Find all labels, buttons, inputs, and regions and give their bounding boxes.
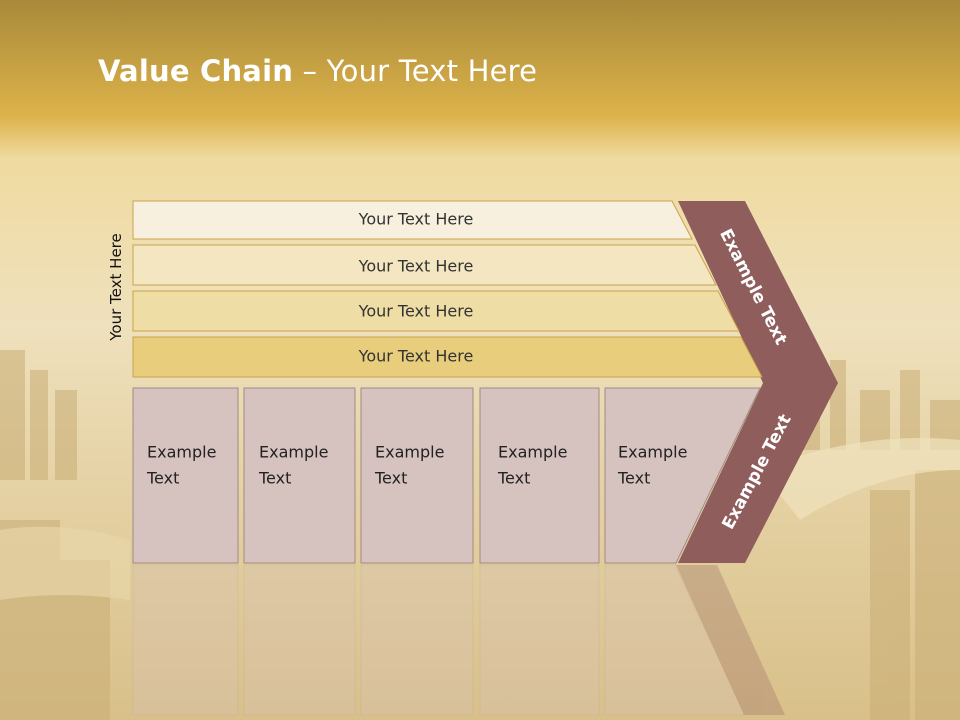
box-reflection bbox=[243, 564, 356, 716]
support-bar-4-label: Your Text Here bbox=[358, 347, 474, 366]
title-rest: – Your Text Here bbox=[293, 54, 538, 88]
support-bar-2 bbox=[132, 244, 717, 286]
activity-box-5-line2: Text bbox=[617, 469, 650, 488]
activity-box-4-line2: Text bbox=[497, 469, 530, 488]
activity-box-1-line1: Example bbox=[147, 443, 216, 462]
activity-box-1 bbox=[132, 387, 239, 564]
support-bar-4 bbox=[132, 336, 763, 378]
activity-box-4-line1: Example bbox=[498, 443, 567, 462]
support-bar-1-label: Your Text Here bbox=[358, 210, 474, 229]
activity-box-5-line1: Example bbox=[618, 443, 687, 462]
activity-box-3 bbox=[360, 387, 474, 564]
arrow-reflection bbox=[676, 565, 785, 715]
box-reflection bbox=[132, 564, 239, 716]
box-reflection bbox=[479, 564, 600, 716]
support-bar-1 bbox=[132, 200, 693, 240]
activity-box-3-line2: Text bbox=[374, 469, 407, 488]
activity-box-2 bbox=[243, 387, 356, 564]
activity-box-2-line2: Text bbox=[258, 469, 291, 488]
activity-box-1-line2: Text bbox=[146, 469, 179, 488]
activity-box-2-line1: Example bbox=[259, 443, 328, 462]
activity-box-5 bbox=[604, 387, 761, 564]
activity-box-3-line1: Example bbox=[375, 443, 444, 462]
box-reflection bbox=[604, 564, 746, 716]
slide-title: Value Chain – Your Text Here bbox=[98, 54, 537, 88]
title-bold: Value Chain bbox=[98, 54, 294, 88]
activity-box-4 bbox=[479, 387, 600, 564]
box-reflection bbox=[360, 564, 474, 716]
diagram-reflection bbox=[132, 564, 785, 716]
chevron-arrow bbox=[678, 201, 838, 563]
support-bar-2-label: Your Text Here bbox=[358, 257, 474, 276]
support-bar-3 bbox=[132, 290, 740, 332]
support-bar-3-label: Your Text Here bbox=[358, 302, 474, 321]
